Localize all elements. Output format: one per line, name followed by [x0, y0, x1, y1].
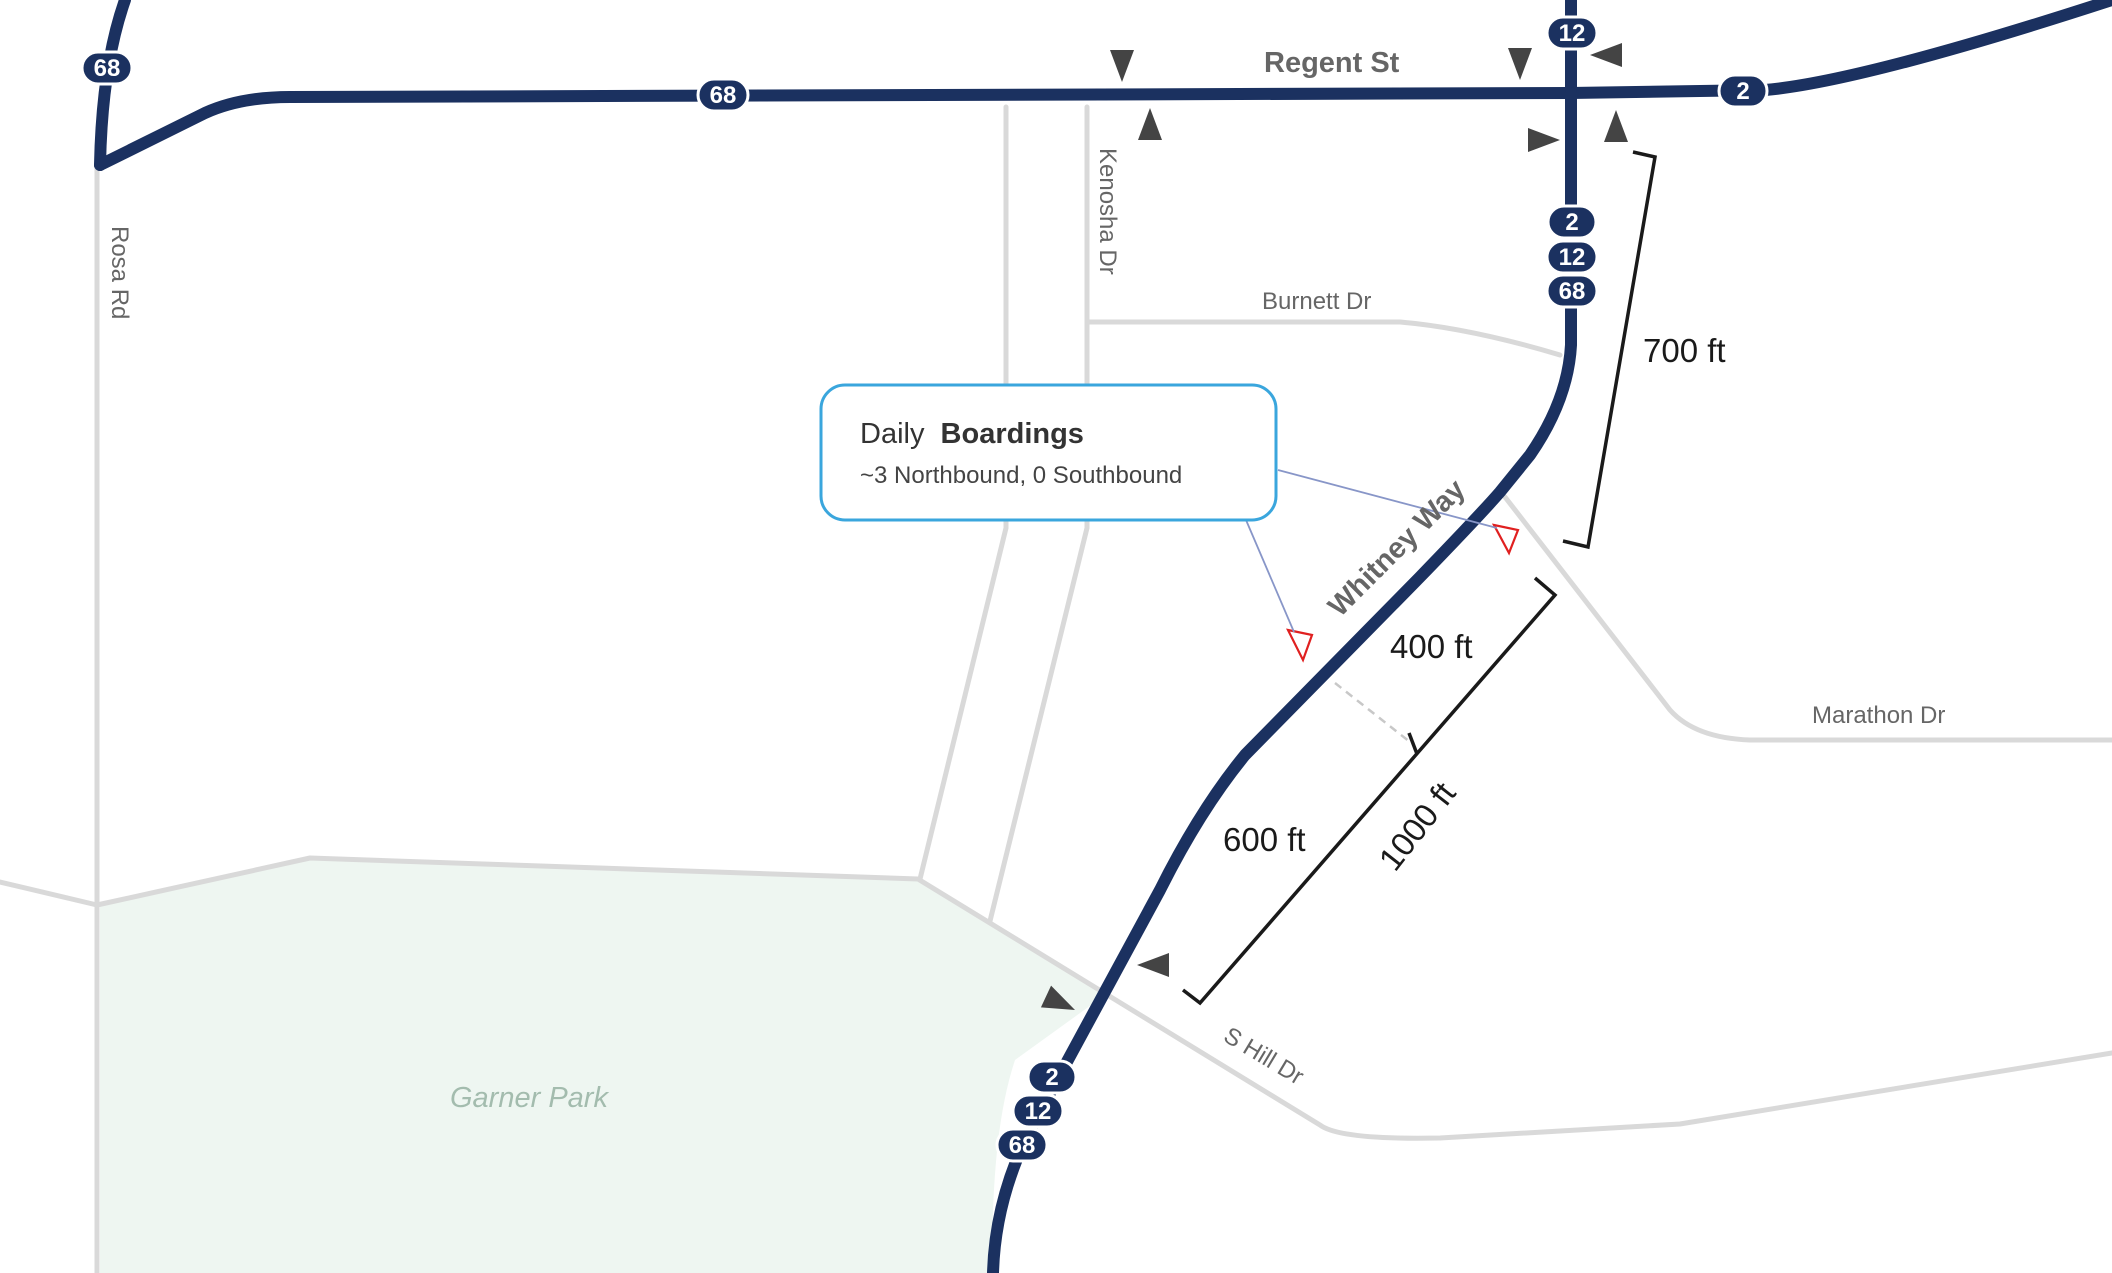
label-700ft: 700 ft [1643, 332, 1726, 369]
label-s-hill-dr: S Hill Dr [1219, 1022, 1308, 1090]
label-regent-st: Regent St [1264, 47, 1400, 79]
dimension-bracket-1000ft [1181, 576, 1558, 1006]
garner-park-area [100, 858, 1105, 1273]
callout-detail: ~3 Northbound, 0 Southbound [860, 462, 1182, 489]
route-shield-2-whitney-south[interactable]: 2 [1026, 1059, 1078, 1095]
route-shield-number: 2 [1736, 78, 1749, 105]
route-shield-number: 68 [1559, 278, 1586, 305]
label-burnett-dr: Burnett Dr [1262, 288, 1371, 315]
local-streets [0, 104, 2112, 1273]
arrow-whitney-north-up [1604, 110, 1628, 142]
dimension-labels: 700 ft 400 ft 600 ft 1000 ft [1223, 332, 1726, 877]
callout-title: Daily Boardings [860, 418, 1084, 450]
route-shield-badge [1545, 239, 1599, 275]
label-marathon-dr: Marathon Dr [1812, 702, 1945, 729]
street-kenosha-dr [987, 104, 1090, 924]
route-shield-68-whitney-south[interactable]: 68 [995, 1127, 1049, 1163]
leader-to-southbound-stop [1277, 469, 1498, 529]
route-shield-badge [1546, 204, 1598, 240]
arrow-regent-west-down [1110, 50, 1134, 82]
dimension-guide-dashed [1334, 682, 1411, 743]
route-shield-number: 12 [1025, 1098, 1052, 1125]
route-shield-number: 2 [1565, 209, 1578, 236]
route-shield-12-whitney-south[interactable]: 12 [1011, 1093, 1065, 1129]
route-shield-badge [80, 50, 134, 86]
street-unnamed-parallel [917, 104, 1009, 882]
arrow-regent-east-left [1590, 43, 1622, 67]
route-shield-badge [1717, 73, 1769, 109]
callout-box [819, 383, 1278, 522]
label-400ft: 400 ft [1390, 628, 1473, 665]
route-shield-12-whitney-north[interactable]: 12 [1545, 239, 1599, 275]
arrow-regent-west-up [1138, 108, 1162, 140]
dimension-bracket-700ft [1562, 150, 1658, 550]
street-s-hill-dr [0, 855, 2112, 1141]
route-shield-68-rosa[interactable]: 68 [80, 50, 134, 86]
route-shield-number: 2 [1045, 1064, 1058, 1091]
route-shield-badge [1545, 15, 1599, 51]
street-burnett-dr [1084, 319, 1563, 358]
arrow-regent-east-down [1508, 48, 1532, 80]
leader-to-northbound-stop [1245, 519, 1295, 633]
arrow-whitney-north-right [1528, 128, 1560, 152]
route-regent-st [94, 0, 2112, 171]
label-600ft: 600 ft [1223, 821, 1306, 858]
arrow-whitney-south-left [1137, 953, 1169, 977]
route-shield-2-whitney-north[interactable]: 2 [1546, 204, 1598, 240]
daily-boardings-callout: Daily Boardings ~3 Northbound, 0 Southbo… [819, 383, 1278, 522]
route-shield-number: 68 [710, 82, 737, 109]
label-kenosha-dr: Kenosha Dr [1094, 148, 1121, 275]
street-marathon-dr [1502, 494, 2112, 743]
route-shield-badge [696, 77, 750, 113]
route-shield-number: 12 [1559, 20, 1586, 47]
route-shield-12-north[interactable]: 12 [1545, 15, 1599, 51]
dimension-tick-400-600 [1407, 732, 1419, 755]
arrow-whitney-south-right [1040, 985, 1075, 1010]
route-whitney-way [987, 87, 1577, 1273]
route-shield-number: 68 [1009, 1132, 1036, 1159]
route-shield-badge [1545, 273, 1599, 309]
label-garner-park: Garner Park [450, 1082, 609, 1114]
route-shield-68-regent[interactable]: 68 [696, 77, 750, 113]
route-shield-2-regent[interactable]: 2 [1717, 73, 1769, 109]
route-shields: 68 68 2 12 2 12 68 2 12 68 [80, 15, 1769, 1163]
direction-arrows [1040, 43, 1628, 1010]
route-shield-number: 68 [94, 55, 121, 82]
label-rosa-rd: Rosa Rd [106, 226, 133, 319]
callout-title-regular: Daily [860, 418, 925, 450]
bus-stops [1286, 523, 1520, 663]
route-shield-68-whitney-north[interactable]: 68 [1545, 273, 1599, 309]
callout-leaders [1245, 469, 1498, 633]
route-shield-badge [1026, 1059, 1078, 1095]
callout-title-bold: Boardings [941, 418, 1084, 450]
stop-marker-southbound[interactable] [1491, 523, 1520, 556]
route-shield-badge [1011, 1093, 1065, 1129]
route-shield-badge [995, 1127, 1049, 1163]
stop-marker-northbound[interactable] [1286, 628, 1314, 663]
route-shield-number: 12 [1559, 244, 1586, 271]
dimension-brackets [1181, 150, 1658, 1006]
